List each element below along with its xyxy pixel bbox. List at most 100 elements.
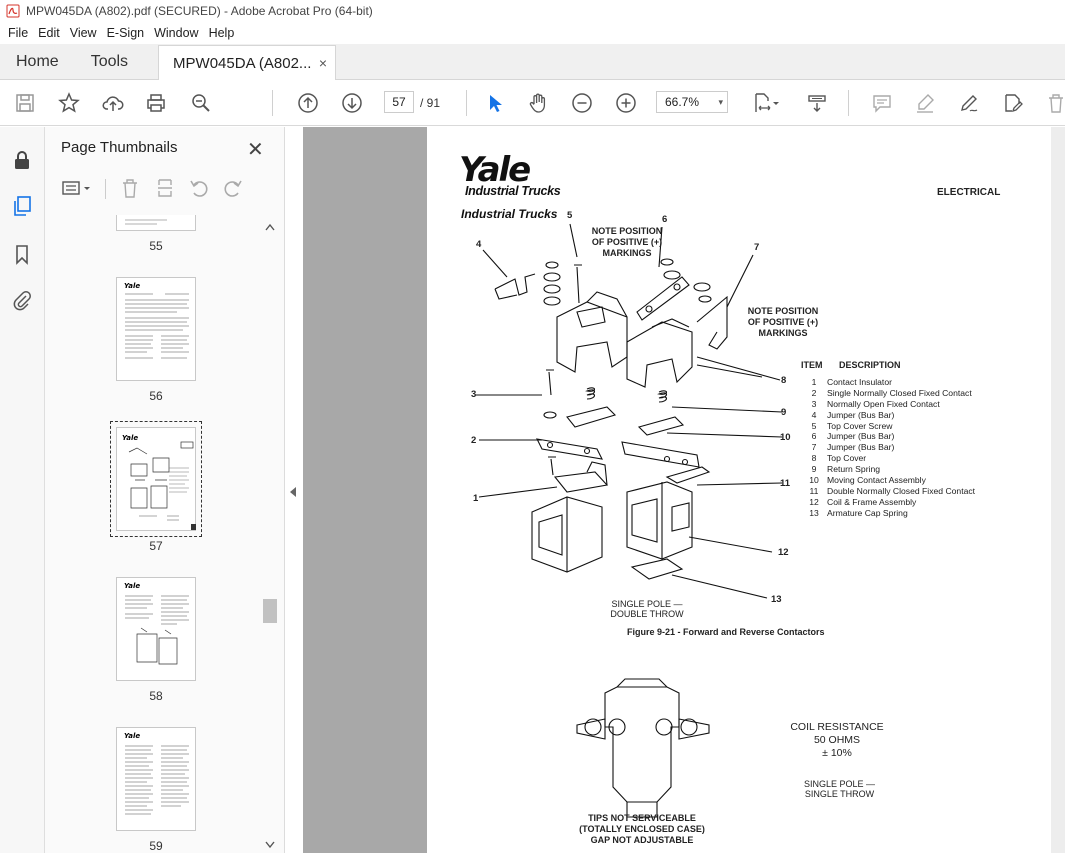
page-fit-dropdown-icon[interactable] [771,91,781,115]
lock-icon[interactable] [11,149,33,171]
attachment-icon[interactable] [11,289,33,311]
scrollbar-thumb[interactable] [263,599,277,623]
tab-close-icon[interactable]: × [318,55,328,71]
item-description: Jumper (Bus Bar) [827,431,895,442]
scroll-up-icon[interactable] [265,223,275,231]
thumbnail-page-selected[interactable]: Yale [110,421,202,537]
single-pole-single-throw-label: SINGLE POLE — SINGLE THROW [787,779,892,799]
menu-help[interactable]: Help [208,26,235,40]
zoom-in-icon[interactable] [614,91,638,115]
menu-window[interactable]: Window [154,26,199,40]
menu-bar: File Edit View E-Sign Window Help [0,22,1065,44]
scroll-mode-icon[interactable] [805,91,829,115]
thumbnail-page[interactable]: Yale [116,577,196,681]
item-number: 2 [811,387,817,398]
svg-text:Yale: Yale [122,434,138,442]
rotate-right-icon[interactable] [222,177,244,199]
thumbnail-page[interactable] [116,215,196,231]
menu-file[interactable]: File [8,26,29,40]
document-scrollbar[interactable] [1051,127,1065,853]
menu-view[interactable]: View [69,26,97,40]
delete-page-icon[interactable] [119,177,141,199]
thumbnail-label: 56 [149,389,163,403]
item-number: 9 [811,464,817,475]
select-cursor-icon[interactable] [483,91,507,115]
note-line: MARKINGS [758,328,808,338]
bookmark-star-icon[interactable] [57,91,81,115]
chevron-down-icon: ▾ [718,96,723,107]
extract-page-icon[interactable] [154,177,176,199]
svg-text:Yale: Yale [124,282,140,290]
label-line: ± 10% [822,747,852,759]
menu-edit[interactable]: Edit [38,26,60,40]
note-line: NOTE POSITION [747,306,819,316]
menu-esign[interactable]: E-Sign [106,26,145,40]
zoom-level-select[interactable]: 66.7% ▾ [656,91,728,113]
panel-title: Page Thumbnails [61,139,178,156]
hand-tool-icon[interactable] [526,91,550,115]
rotate-left-icon[interactable] [188,177,210,199]
page-fit-icon[interactable] [750,91,774,115]
item-description: Coil & Frame Assembly [827,496,917,507]
thumbnail-scrollbar[interactable] [263,219,277,853]
note-positive-markings-1: NOTE POSITION OF POSITIVE (+) MARKINGS [577,226,677,259]
contactor-exploded-diagram [475,223,783,818]
item-number: 13 [809,507,819,518]
toolbar-divider [466,90,467,116]
next-page-icon[interactable] [340,91,364,115]
callout-3: 3 [471,389,477,400]
zoom-search-icon[interactable] [189,91,213,115]
svg-text:Yale: Yale [124,732,140,740]
document-viewer[interactable]: Yale Industrial Trucks Industrial Trucks… [303,127,1065,853]
edit-pdf-icon[interactable] [1001,91,1025,115]
zoom-out-icon[interactable] [570,91,594,115]
print-icon[interactable] [144,91,168,115]
item-number: 1 [811,377,817,387]
description-column-header: DESCRIPTION [839,360,901,370]
toolbar-divider [272,90,273,116]
left-rail [0,127,45,853]
note-positive-markings-2: NOTE POSITION OF POSITIVE (+) MARKINGS [733,306,833,339]
delete-icon[interactable] [1044,91,1065,115]
close-icon[interactable]: ✕ [247,139,264,161]
item-row: 10 Moving Contact Assembly [801,475,975,486]
tab-home[interactable]: Home [16,52,59,70]
thumbnail-options-icon[interactable] [61,177,93,199]
label-line: (TOTALLY ENCLOSED CASE) [579,824,705,834]
pdf-page: Yale Industrial Trucks Industrial Trucks… [427,127,1051,853]
thumbnail-page[interactable]: Yale [116,277,196,381]
item-number: 4 [811,409,817,420]
note-line: OF POSITIVE (+) [747,317,819,327]
coil-resistance-label: COIL RESISTANCE 50 OHMS ± 10% [777,721,897,760]
page-number-input[interactable]: 57 [384,91,414,113]
callout-10: 10 [780,432,791,443]
previous-page-icon[interactable] [296,91,320,115]
window-title: MPW045DA (A802).pdf (SECURED) - Adobe Ac… [26,4,373,18]
item-number: 10 [809,475,819,486]
item-description: Top Cover Screw [827,420,893,431]
save-icon[interactable] [13,91,37,115]
callout-11: 11 [780,478,791,489]
sign-pen-icon[interactable] [957,91,981,115]
section-heading: ELECTRICAL [937,187,1001,198]
scroll-down-icon[interactable] [265,841,275,849]
tab-tools[interactable]: Tools [90,52,129,70]
callout-8: 8 [781,375,787,386]
highlight-pen-icon[interactable] [913,91,937,115]
toolbar [0,80,1065,126]
page-thumbnails-icon[interactable] [11,195,33,217]
item-description: Moving Contact Assembly [827,475,926,486]
bookmark-icon[interactable] [11,243,33,265]
collapse-panel-icon[interactable] [289,486,297,498]
single-pole-double-throw-label: SINGLE POLE — DOUBLE THROW [597,599,697,619]
toolbar-divider [848,90,849,116]
upload-cloud-icon[interactable] [101,91,125,115]
tab-document[interactable]: MPW045DA (A802... × [158,45,337,80]
comment-icon[interactable] [870,91,894,115]
thumbnail-page[interactable]: Yale [116,727,196,831]
